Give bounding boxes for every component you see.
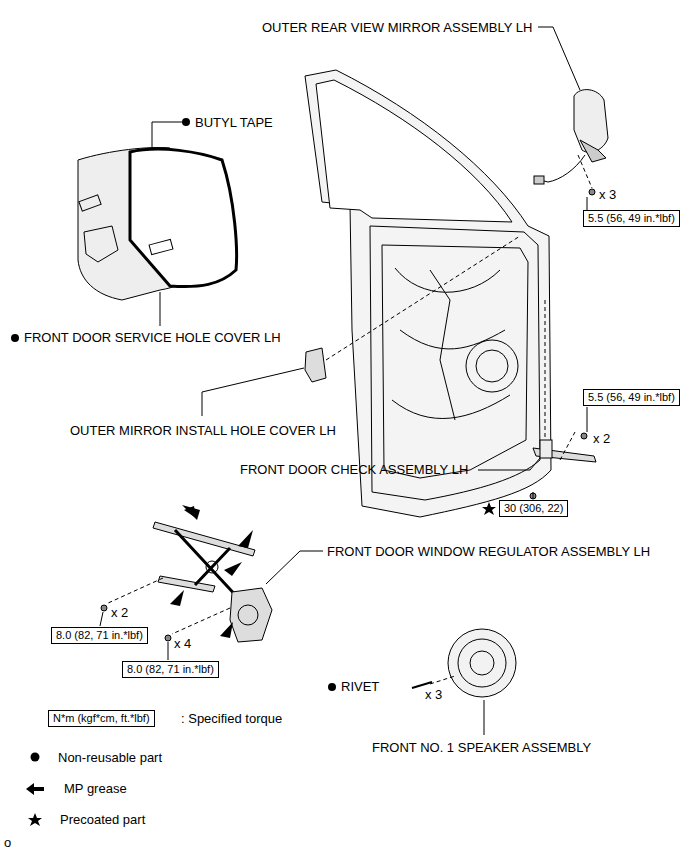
part-label: OUTER MIRROR INSTALL HOLE COVER LH: [70, 423, 336, 438]
torque-value: 5.5 (56, 49 in.*lbf): [588, 212, 675, 224]
part-label: RIVET: [341, 679, 379, 694]
part-label: : Specified torque: [181, 711, 282, 726]
torque-box: 8.0 (82, 71 in.*lbf): [122, 661, 219, 678]
quantity-label: x 4: [174, 636, 191, 651]
torque-value: 5.5 (56, 49 in.*lbf): [588, 391, 675, 403]
quantity-label: x 2: [111, 605, 128, 620]
quantity-label: x 3: [599, 187, 616, 202]
legend-text: Non-reusable part: [58, 750, 162, 765]
torque-box: 5.5 (56, 49 in.*lbf): [583, 210, 680, 227]
torque-box: 5.5 (56, 49 in.*lbf): [583, 389, 680, 406]
part-label: FRONT NO. 1 SPEAKER ASSEMBLY: [372, 740, 591, 755]
part-label: FRONT DOOR WINDOW REGULATOR ASSEMBLY LH: [327, 544, 650, 559]
legend-text: Precoated part: [60, 812, 145, 827]
torque-value: N*m (kgf*cm, ft.*lbf): [53, 712, 150, 724]
part-label: FRONT DOOR SERVICE HOLE COVER LH: [24, 330, 281, 345]
torque-box: 8.0 (82, 71 in.*lbf): [51, 627, 148, 644]
torque-value: 8.0 (82, 71 in.*lbf): [56, 629, 143, 641]
torque-value: 30 (306, 22): [504, 502, 563, 514]
torque-box: 30 (306, 22): [499, 500, 568, 517]
torque-box: N*m (kgf*cm, ft.*lbf): [48, 710, 155, 727]
part-label: o: [4, 835, 11, 850]
torque-value: 8.0 (82, 71 in.*lbf): [127, 663, 214, 675]
legend-text: MP grease: [64, 781, 127, 796]
part-label: BUTYL TAPE: [195, 115, 273, 130]
quantity-label: x 2: [593, 431, 610, 446]
part-label: FRONT DOOR CHECK ASSEMBLY LH: [240, 462, 468, 477]
part-label: OUTER REAR VIEW MIRROR ASSEMBLY LH: [262, 20, 532, 35]
quantity-label: x 3: [425, 687, 442, 702]
